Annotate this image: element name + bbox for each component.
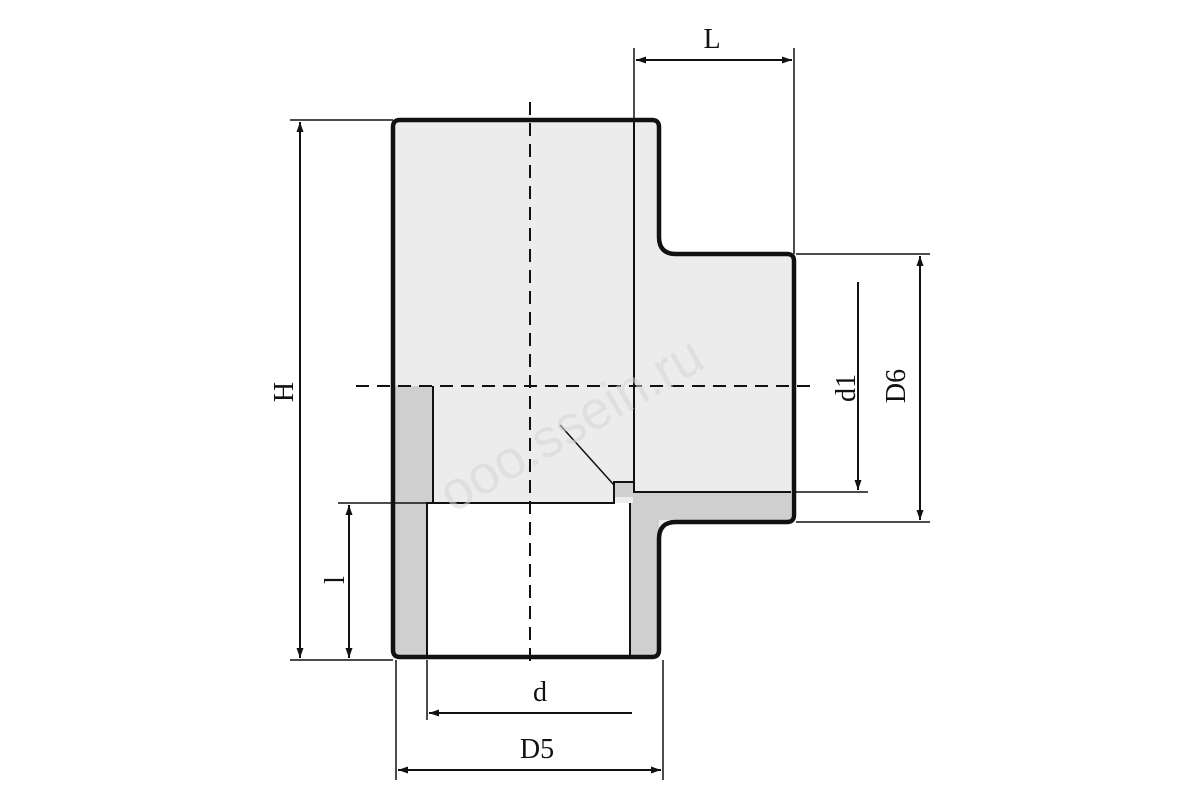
right-wall-section [630,503,659,655]
extension-lines [290,48,930,780]
branch-wall-section [633,492,791,520]
center-lines [356,102,810,665]
tee-outline [390,117,797,660]
label-l: l [320,576,351,584]
leader-line [559,424,615,486]
label-H: H [269,382,300,402]
label-D5: D5 [520,734,554,765]
label-d1: d1 [831,374,862,402]
socket-bore [427,503,630,655]
label-L: L [703,24,720,55]
dimension-lines [296,56,924,774]
label-D6: D6 [881,369,912,403]
stop-ring-line [427,481,791,504]
fitting-body [390,117,797,660]
label-d: d [533,677,547,708]
stop-ring-section [614,482,634,497]
